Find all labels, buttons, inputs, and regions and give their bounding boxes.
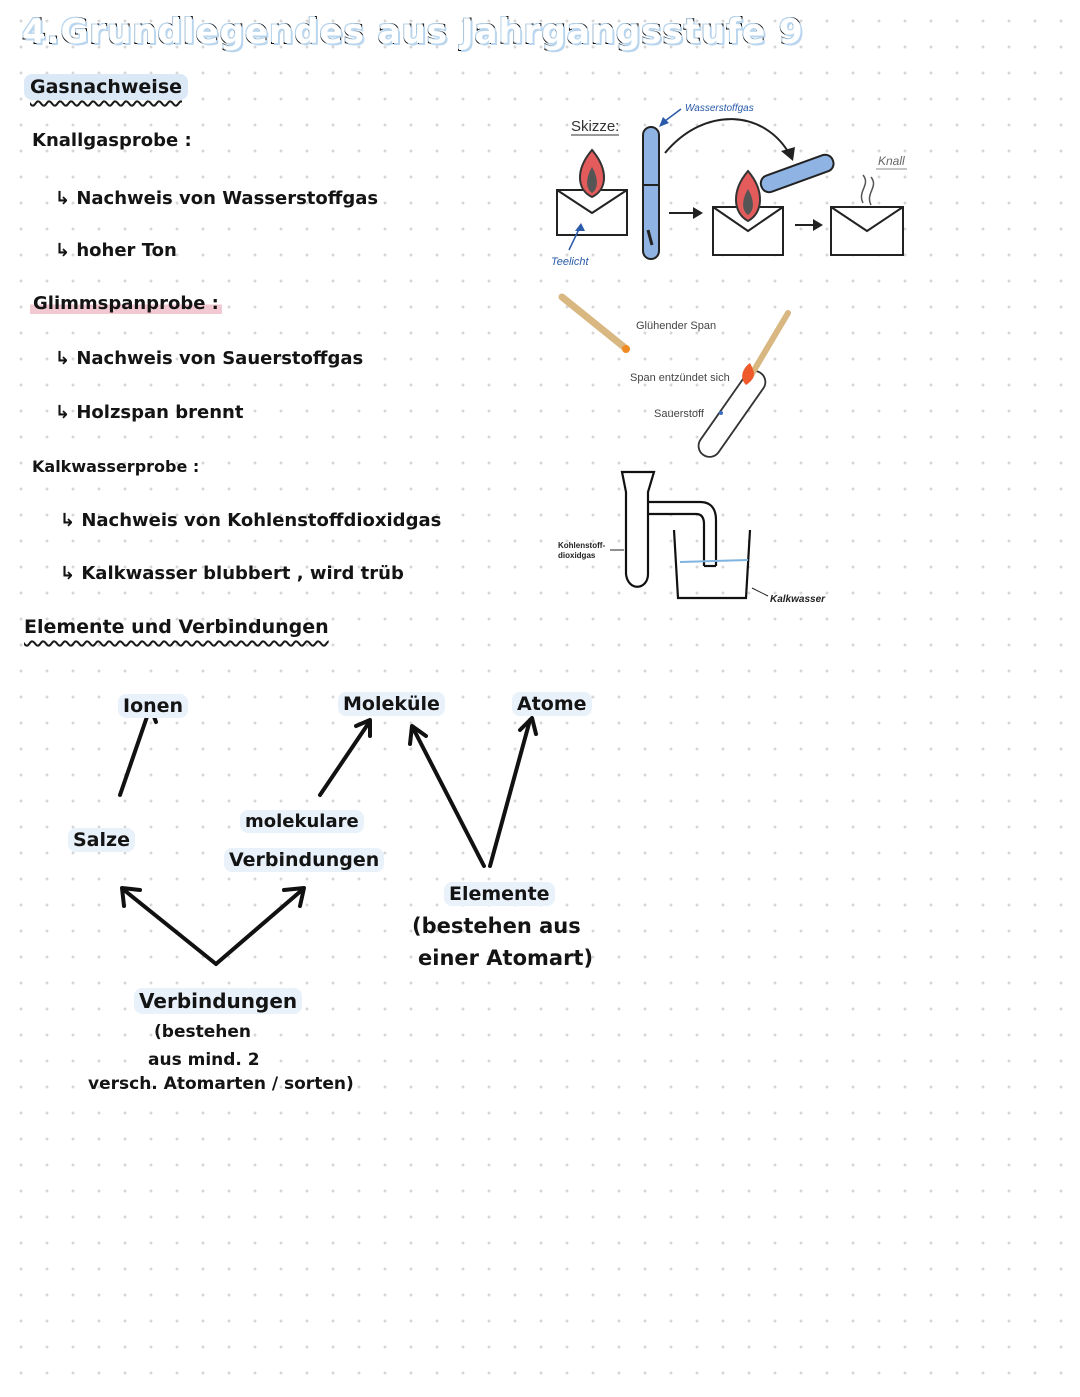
kalkwasser-line2: ↳ Kalkwasser blubbert , wird trüb xyxy=(60,563,404,584)
arrow-molekular-molekuele xyxy=(318,722,370,797)
arrow-elemente-atome xyxy=(488,718,532,868)
verbindungen-label-2: (bestehen xyxy=(154,1022,251,1042)
arrow-verbindungen-salze xyxy=(122,888,218,966)
kalkwasser-line1: ↳ Nachweis von Kohlenstoffdioxidgas xyxy=(60,510,442,531)
test-tube-tilted xyxy=(759,153,835,194)
molekulare-label-2: Verbindungen xyxy=(224,848,385,872)
elemente-label-1: Elemente xyxy=(444,882,555,906)
sketch-label: Skizze: xyxy=(571,118,619,135)
beaker xyxy=(672,529,752,600)
kalkwasser-title: Kalkwasserprobe : xyxy=(32,457,200,476)
candle-1 xyxy=(556,148,628,236)
gas-tube xyxy=(620,470,656,588)
glimmspan-line2: ↳ Holzspan brennt xyxy=(55,402,244,423)
knallgas-line1: ↳ Nachweis von Wasserstoffgas xyxy=(55,188,379,209)
candle-label: Teelicht xyxy=(551,256,589,268)
molekulare-label-1: molekulare xyxy=(240,810,364,833)
salze-label: Salze xyxy=(68,828,135,852)
candle-2 xyxy=(712,169,784,256)
splint-ignites-label: Span entzündet sich xyxy=(630,372,730,384)
bang-label: Knall xyxy=(878,154,905,168)
knallgas-sketch: Skizze: Teelicht Wasserstoffgas Knal xyxy=(551,103,907,268)
glimmspan-line1: ↳ Nachweis von Sauerstoffgas xyxy=(55,348,364,369)
page-title: 4.Grundlegendes aus Jahrgangsstufe 9 xyxy=(21,11,804,53)
elemente-label-2: (bestehen aus xyxy=(412,914,581,938)
wood-splint-burning xyxy=(747,310,791,380)
atome-label: Atome xyxy=(512,692,592,716)
test-tube-vertical xyxy=(642,126,660,260)
arrow-verbindungen-molekular xyxy=(214,888,304,966)
oxygen-label: Sauerstoff xyxy=(654,408,705,420)
knallgas-line2: ↳ hoher Ton xyxy=(55,240,177,261)
glimmspan-title: Glimmspanprobe : xyxy=(30,293,222,314)
hydrogen-label: Wasserstoffgas xyxy=(685,103,754,114)
glimmspan-sketch: Glühender Span Span entzündet sich Sauer… xyxy=(558,293,791,458)
verbindungen-label-1: Verbindungen xyxy=(134,988,303,1014)
knallgas-title: Knallgasprobe : xyxy=(32,130,192,151)
kalkwasser-sketch: Kohlenstoff- dioxidgas Kalkwasser xyxy=(558,470,826,605)
glowing-splint-label: Glühender Span xyxy=(636,320,716,332)
verbindungen-label-3: aus mind. 2 xyxy=(148,1050,260,1070)
verbindungen-label-4: versch. Atomarten / sorten) xyxy=(88,1074,354,1094)
limewater-label: Kalkwasser xyxy=(770,594,826,605)
co2-label-1: Kohlenstoff- xyxy=(558,541,605,550)
wood-splint xyxy=(558,293,628,351)
arrow-salze-ionen xyxy=(118,706,152,797)
elements-arrows xyxy=(118,704,538,966)
co2-label-2: dioxidgas xyxy=(558,551,596,560)
gas-tests-heading: Gasnachweise xyxy=(24,74,189,100)
ionen-label: Ionen xyxy=(118,694,189,718)
candle-3 xyxy=(830,174,904,256)
test-tube xyxy=(697,370,767,458)
molekuele-label: Moleküle xyxy=(338,692,445,716)
elements-heading: Elemente und Verbindungen xyxy=(24,616,329,638)
arrow-elemente-molekuele xyxy=(412,728,486,868)
elemente-label-3: einer Atomart) xyxy=(418,946,594,970)
